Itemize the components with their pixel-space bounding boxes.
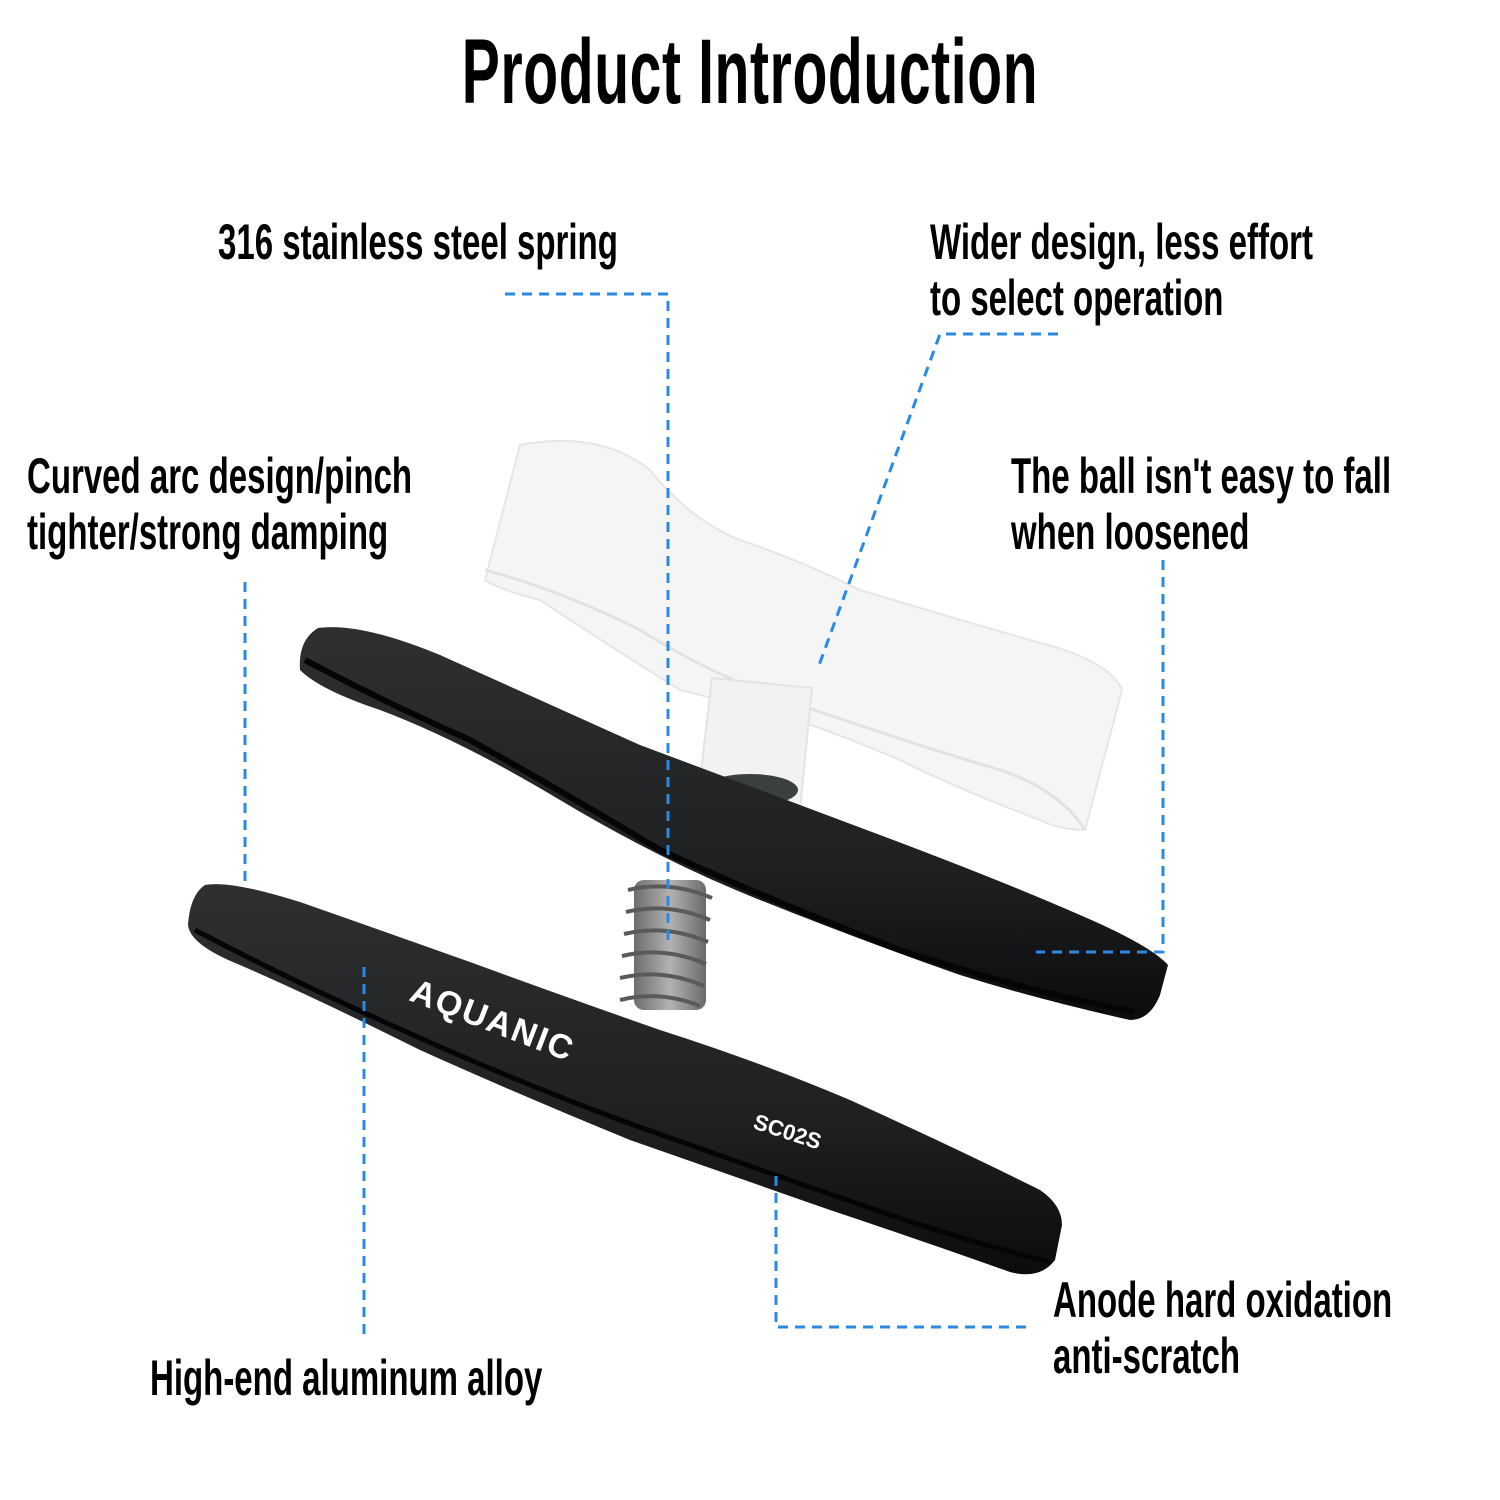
upper-arm <box>299 627 1168 1020</box>
callout-aluminum: High-end aluminum alloy <box>150 1350 543 1406</box>
spring <box>619 880 713 1010</box>
callout-anodized: Anode hard oxidation anti-scratch <box>1053 1272 1393 1384</box>
leader-line-ball-retention <box>1036 560 1165 954</box>
callout-curved-arc: Curved arc design/pinch tighter/strong d… <box>27 448 413 560</box>
lower-arm: AQUANIC SC02S <box>188 884 1062 1275</box>
leader-lines <box>243 292 1165 1340</box>
callout-ball-retention: The ball isn't easy to fall when loosene… <box>1011 448 1392 560</box>
page-title: Product Introduction <box>461 21 1039 123</box>
leader-line-wider-design <box>816 332 1058 669</box>
callout-wider-design: Wider design, less effort to select oper… <box>930 214 1313 326</box>
leader-line-spring <box>505 292 670 945</box>
callout-spring: 316 stainless steel spring <box>218 214 618 270</box>
